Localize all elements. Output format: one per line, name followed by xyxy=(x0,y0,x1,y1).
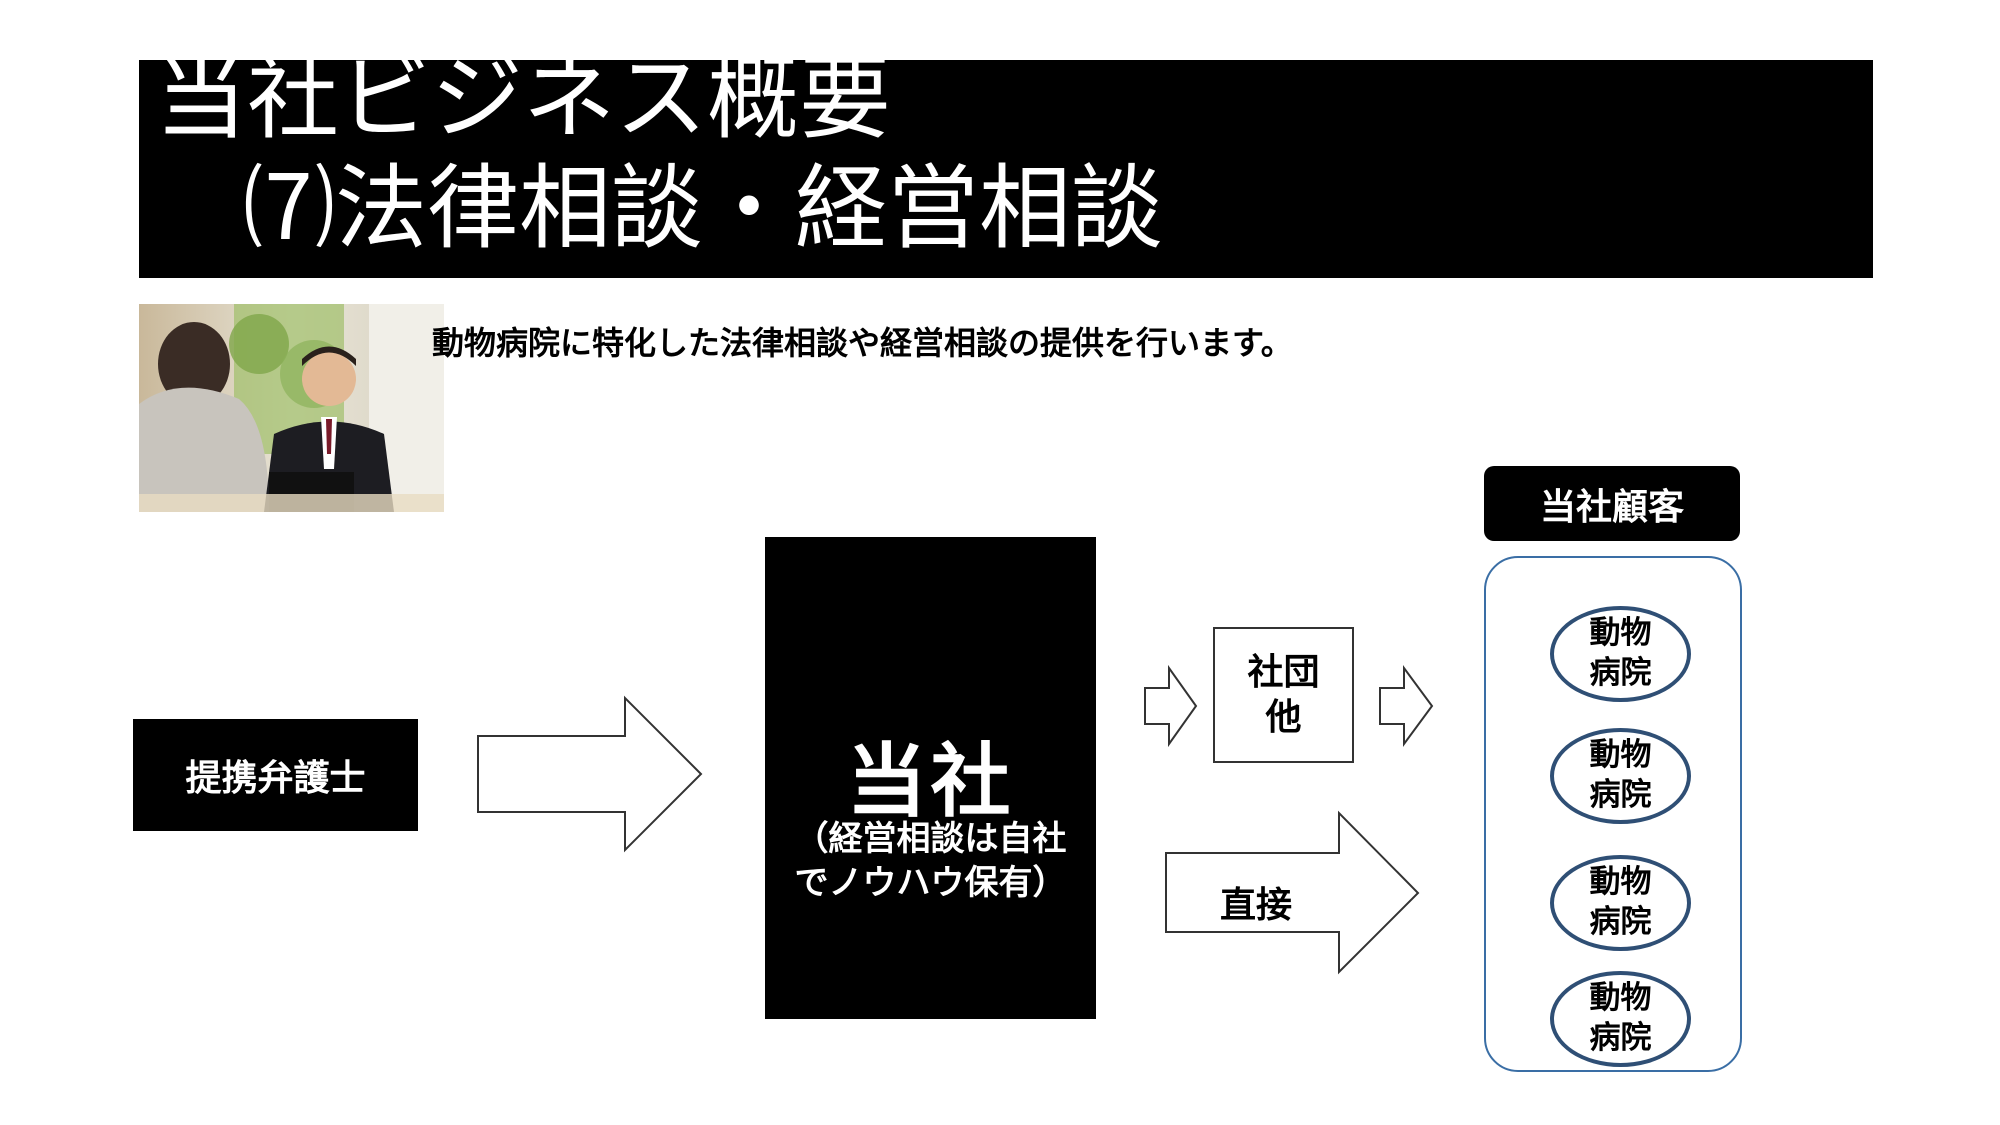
title-bar: 当社ビジネス概要 ⑺法律相談・経営相談 xyxy=(139,60,1873,278)
hospital-line-2: 病院 xyxy=(1589,904,1652,940)
hospital-line-1: 動物 xyxy=(1589,737,1652,774)
company-note-line-1: （経営相談は自社 xyxy=(794,819,1067,859)
hospital-line-2: 病院 xyxy=(1589,777,1652,813)
association-box: 社団 他 xyxy=(1213,627,1354,763)
hospital-line-2: 病院 xyxy=(1589,655,1652,691)
hospital-line-2: 病院 xyxy=(1589,1020,1652,1056)
company-box: 当社 （経営相談は自社 でノウハウ保有） xyxy=(765,537,1096,1019)
customer-hospital-1: 動物 病院 xyxy=(1550,606,1691,702)
arrow-association-to-customers xyxy=(1379,664,1434,748)
association-line-2: 他 xyxy=(1265,697,1302,738)
description-text: 動物病院に特化した法律相談や経営相談の提供を行います。 xyxy=(432,324,1293,362)
hospital-line-1: 動物 xyxy=(1589,864,1652,901)
company-note-line-2: でノウハウ保有） xyxy=(794,863,1067,904)
hospital-line-1: 動物 xyxy=(1589,615,1652,652)
partner-lawyer-box: 提携弁護士 xyxy=(133,719,418,831)
company-note: （経営相談は自社 でノウハウ保有） xyxy=(765,817,1096,905)
association-line-1: 社団 xyxy=(1247,652,1320,693)
customer-hospital-3: 動物 病院 xyxy=(1550,855,1691,951)
consultation-photo xyxy=(139,304,444,512)
hospital-line-1: 動物 xyxy=(1589,980,1652,1017)
arrow-partner-to-company xyxy=(477,695,703,853)
direct-label: 直接 xyxy=(1220,885,1293,926)
customers-header: 当社顧客 xyxy=(1484,466,1740,541)
arrow-company-to-association xyxy=(1144,664,1198,748)
title-line-1: 当社ビジネス概要 xyxy=(155,60,892,152)
title-line-2: ⑺法律相談・経営相談 xyxy=(243,155,1164,262)
customer-hospital-2: 動物 病院 xyxy=(1550,728,1691,824)
company-name: 当社 xyxy=(846,735,1015,828)
customer-hospital-4: 動物 病院 xyxy=(1550,971,1691,1067)
arrow-direct xyxy=(1165,810,1420,975)
